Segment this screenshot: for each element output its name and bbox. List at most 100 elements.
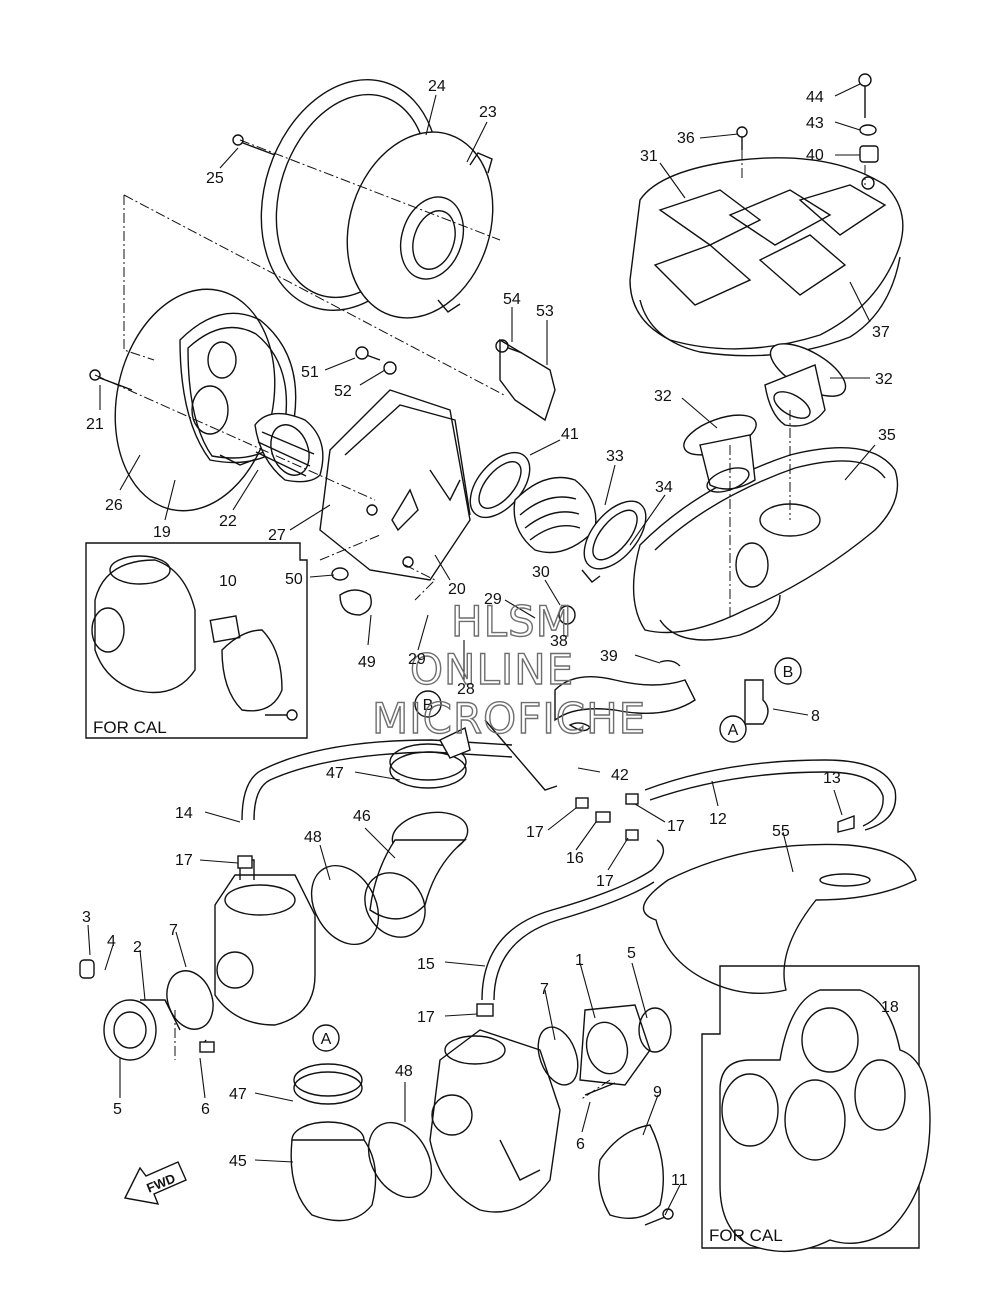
watermark-line-2: ONLINE xyxy=(410,645,574,694)
part-label: 41 xyxy=(561,426,579,443)
part-label: 10 xyxy=(219,573,237,590)
part-label: 39 xyxy=(600,648,618,665)
part-label: 55 xyxy=(772,823,790,840)
assembly-lines xyxy=(94,139,866,1101)
air-cleaner-cover-drawing xyxy=(260,79,494,319)
part-label: 32 xyxy=(654,388,672,405)
part-label: 46 xyxy=(353,808,371,825)
intake-boots-drawing xyxy=(469,451,647,583)
watermark-line-3: MICROFICHE xyxy=(372,694,646,743)
part-label: 35 xyxy=(878,427,896,444)
funnels-drawing xyxy=(683,343,847,493)
part-label: 2 xyxy=(133,939,142,956)
part-label: 17 xyxy=(175,852,193,869)
part-label: 29 xyxy=(408,651,426,668)
part-label: 51 xyxy=(301,364,319,381)
part-label: 20 xyxy=(448,581,466,598)
part-label: 48 xyxy=(304,829,322,846)
inset-box-top-left: FOR CAL xyxy=(85,542,308,739)
part-label: 42 xyxy=(611,767,629,784)
watermark: HLSM ONLINE MICROFICHE xyxy=(371,596,646,743)
manifold-1-drawing xyxy=(537,1004,672,1086)
part-label: 50 xyxy=(285,571,303,588)
callout-b-left: B xyxy=(414,690,442,718)
carburetor-upper-drawing xyxy=(214,859,316,1026)
part-label: 9 xyxy=(653,1084,662,1101)
part-label: 30 xyxy=(532,564,550,581)
cover-9-drawing xyxy=(598,1124,664,1219)
part-label: 12 xyxy=(709,811,727,828)
air-cleaner-top-cover-drawing xyxy=(629,157,904,357)
callout-letter: B xyxy=(783,664,794,681)
part-label: 1 xyxy=(575,952,584,969)
part-label: 14 xyxy=(175,805,193,822)
part-label: 47 xyxy=(326,765,344,782)
part-label: 29 xyxy=(484,591,502,608)
part-label: 17 xyxy=(417,1009,435,1026)
hoses-drawing xyxy=(241,675,897,1001)
part-label: 4 xyxy=(107,933,116,950)
forward-arrow-icon: FWD xyxy=(123,1161,187,1205)
clamps-and-joints-drawing xyxy=(290,726,471,1222)
part-label: 49 xyxy=(358,654,376,671)
part-label: 15 xyxy=(417,956,435,973)
part-label: 31 xyxy=(640,148,658,165)
callout-letter: A xyxy=(321,1031,332,1048)
part-label: 17 xyxy=(526,824,544,841)
carburetor-lower-drawing xyxy=(429,1029,561,1213)
part-label: 24 xyxy=(428,78,446,95)
part-label: 3 xyxy=(82,909,91,926)
part-label: 8 xyxy=(811,708,820,725)
callout-letter: B xyxy=(423,697,434,714)
part-label: 28 xyxy=(457,681,475,698)
part-label: 7 xyxy=(169,922,178,939)
part-label: 7 xyxy=(540,981,549,998)
callout-b-right: B xyxy=(774,657,802,685)
callout-a-left: A xyxy=(312,1024,340,1052)
part-label: 32 xyxy=(875,371,893,388)
part-label: 47 xyxy=(229,1086,247,1103)
part-label: 11 xyxy=(671,1172,688,1189)
part-label: 13 xyxy=(823,770,841,787)
leader-lines xyxy=(87,83,886,1216)
part-label: 19 xyxy=(153,524,171,541)
part-label: 6 xyxy=(576,1136,585,1153)
fasteners-drawing xyxy=(89,73,879,1226)
part-label: 33 xyxy=(606,448,624,465)
part-label: 34 xyxy=(655,479,673,496)
part-label: 6 xyxy=(201,1101,210,1118)
part-label: 5 xyxy=(113,1101,122,1118)
part-label: 17 xyxy=(596,873,614,890)
watermark-line-1: HLSM xyxy=(451,597,573,646)
part-label: 5 xyxy=(627,945,636,962)
part-number-labels: 24 23 25 21 26 19 22 27 51 52 54 53 41 3… xyxy=(82,78,899,1189)
part-label: 27 xyxy=(268,527,286,544)
part-label: 52 xyxy=(334,383,352,400)
inset-caption-bottom-right: FOR CAL xyxy=(709,1226,783,1245)
part-label: 54 xyxy=(503,291,521,308)
part-label: 17 xyxy=(667,818,685,835)
callout-a-right: A xyxy=(719,715,747,743)
part-label: 48 xyxy=(395,1063,413,1080)
joint-22-drawing xyxy=(254,412,324,483)
part-label: 44 xyxy=(806,89,824,106)
part-label: 45 xyxy=(229,1153,247,1170)
part-label: 37 xyxy=(872,324,890,341)
air-case-27-drawing xyxy=(319,389,471,581)
part-label: 26 xyxy=(105,497,123,514)
part-label: 38 xyxy=(550,633,568,650)
part-label: 25 xyxy=(206,170,224,187)
air-cleaner-lower-case-drawing xyxy=(632,447,899,641)
part-label: 36 xyxy=(677,130,695,147)
air-filter-element-drawing xyxy=(114,288,297,512)
inset-caption-top-left: FOR CAL xyxy=(93,718,167,737)
part-label: 21 xyxy=(86,416,104,433)
manifold-2-drawing xyxy=(79,959,214,1061)
part-label: 16 xyxy=(566,850,584,867)
inset-box-bottom-right: FOR CAL xyxy=(701,965,931,1253)
part-label: 43 xyxy=(806,115,824,132)
part-label: 53 xyxy=(536,303,554,320)
gasket-55-drawing xyxy=(642,843,917,994)
